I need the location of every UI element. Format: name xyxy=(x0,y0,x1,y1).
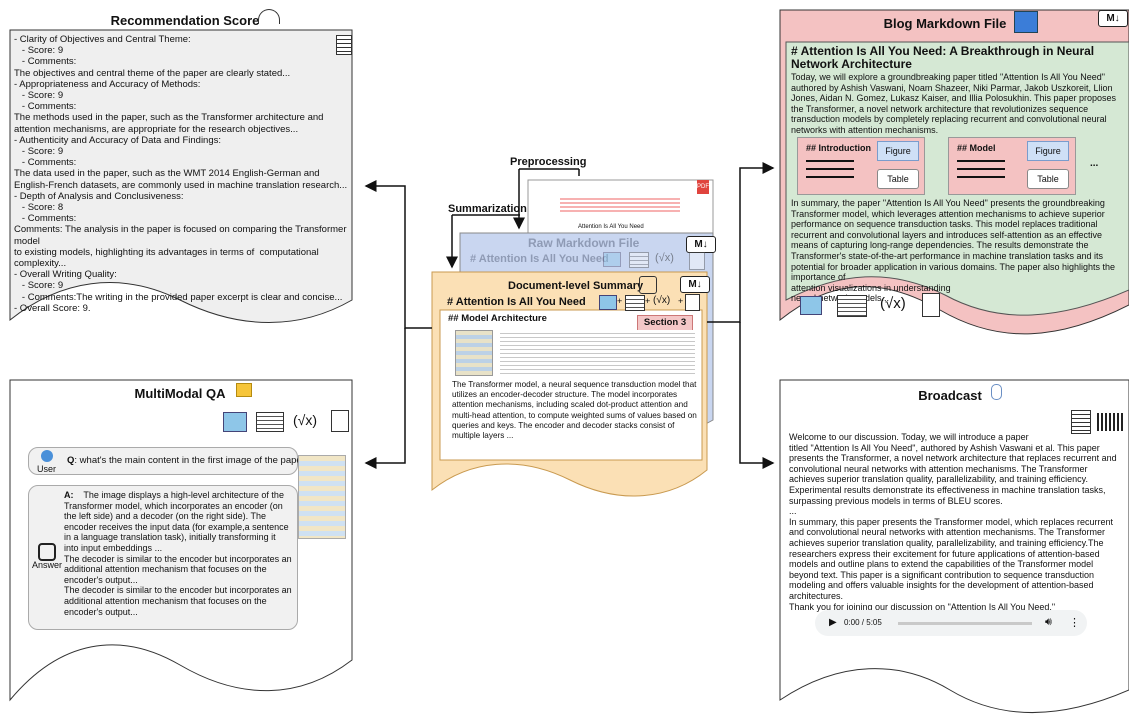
answer-text: A: The image displays a high-level archi… xyxy=(64,490,292,617)
notepad-icon xyxy=(689,252,705,270)
openai-icon xyxy=(38,543,56,561)
table-icon xyxy=(625,295,645,311)
qa-modality-icons: (√x) xyxy=(223,410,353,434)
preprocessing-label: Preprocessing xyxy=(510,156,587,168)
doc-summary-title: Document-level Summary xyxy=(508,280,644,292)
table-icon xyxy=(256,412,284,432)
intro-table-box: Table xyxy=(877,169,919,189)
architecture-figure xyxy=(298,455,346,539)
notepad-icon xyxy=(336,35,352,55)
table-icon xyxy=(837,295,867,317)
table-icon xyxy=(629,252,649,268)
model-figure-box: Figure xyxy=(1027,141,1069,161)
summarization-label: Summarization xyxy=(448,203,527,215)
raw-markdown-heading: # Attention Is All You Need xyxy=(470,253,609,265)
recommendation-text: - Clarity of Objectives and Central Them… xyxy=(14,34,348,314)
recommendation-panel xyxy=(9,29,353,323)
intro-figure-box: Figure xyxy=(877,141,919,161)
broadcast-title: Broadcast xyxy=(918,388,982,403)
blog-modality-icons: (√x) xyxy=(800,293,950,319)
image-icon xyxy=(599,295,617,310)
qa-icon xyxy=(236,383,252,397)
image-icon xyxy=(800,296,822,315)
blog-heading: # Attention Is All You Need: A Breakthro… xyxy=(791,44,1095,71)
broadcast-text: Welcome to our discussion. Today, we wil… xyxy=(789,432,1117,612)
paper-table-thumbnail xyxy=(500,330,695,374)
section-tag: Section 3 xyxy=(637,315,693,331)
robot-icon xyxy=(639,276,657,294)
volume-icon[interactable]: 🔊︎ xyxy=(1045,616,1052,628)
user-label: User xyxy=(37,464,57,474)
blog-window-icon xyxy=(1014,11,1038,33)
image-icon xyxy=(223,412,247,432)
question-body: : what's the main content in the first i… xyxy=(74,455,313,466)
question-prefix: Q xyxy=(67,455,75,466)
answer-bubble xyxy=(28,485,298,630)
microphone-icon xyxy=(991,384,1002,400)
section-model-heading: ## Model xyxy=(957,143,996,153)
audio-progress-track[interactable] xyxy=(898,622,1032,625)
notepad-icon xyxy=(331,410,349,432)
model-arch-heading: ## Model Architecture xyxy=(448,313,547,324)
pdf-red-notice xyxy=(560,198,680,212)
blog-summary: In summary, the paper "Attention Is All … xyxy=(791,198,1116,304)
more-options-icon[interactable]: ⋮ xyxy=(1069,617,1080,629)
paper-figure-thumbnail xyxy=(455,330,493,376)
qa-title: MultiModal QA xyxy=(134,386,226,401)
section-intro-heading: ## Introduction xyxy=(806,143,871,153)
image-icon xyxy=(603,252,621,267)
question-text: Q: what's the main content in the first … xyxy=(67,455,313,466)
blog-intro: Today, we will explore a groundbreaking … xyxy=(791,72,1119,135)
notepad-icon xyxy=(922,293,940,317)
model-text-lines xyxy=(957,160,1005,184)
recommendation-title: Recommendation Score xyxy=(110,13,260,28)
waveform-icon xyxy=(1097,413,1123,431)
pdf-title: Attention Is All You Need xyxy=(578,224,644,230)
model-table-box: Table xyxy=(1027,169,1069,189)
blog-sections-ellipsis: ... xyxy=(1090,158,1099,169)
intro-text-lines xyxy=(806,160,854,184)
question-bubble xyxy=(28,447,298,475)
pdf-icon: PDF xyxy=(697,180,709,194)
play-icon[interactable]: ▶ xyxy=(829,617,837,628)
formula-icon: (√x) xyxy=(655,252,674,264)
audio-player[interactable]: ▶ 0:00 / 5:05 🔊︎ ⋮ xyxy=(815,610,1087,636)
user-icon xyxy=(41,450,53,462)
blog-title: Blog Markdown File xyxy=(883,16,1007,31)
markdown-icon: M↓ xyxy=(686,236,716,253)
formula-icon: (√x) xyxy=(653,295,671,306)
answer-body: The image displays a high-level architec… xyxy=(64,490,292,617)
formula-icon: (√x) xyxy=(880,295,906,312)
answer-label: Answer xyxy=(32,560,63,570)
answer-prefix: A: xyxy=(64,490,74,500)
markdown-icon: M↓ xyxy=(1098,10,1128,27)
doc-summary-heading: # Attention Is All You Need xyxy=(447,296,586,308)
audio-time: 0:00 / 5:05 xyxy=(844,618,882,627)
markdown-icon: M↓ xyxy=(680,276,710,293)
doc-modality-icons: + + (√x) + xyxy=(599,294,709,314)
raw-markdown-title: Raw Markdown File xyxy=(528,236,640,250)
speedometer-icon xyxy=(258,9,280,24)
notepad-icon xyxy=(1071,410,1091,434)
doc-summary-text: The Transformer model, a neural sequence… xyxy=(452,380,697,441)
notepad-icon xyxy=(685,294,700,311)
raw-modality-icons: (√x) xyxy=(603,250,709,270)
formula-icon: (√x) xyxy=(293,412,318,428)
